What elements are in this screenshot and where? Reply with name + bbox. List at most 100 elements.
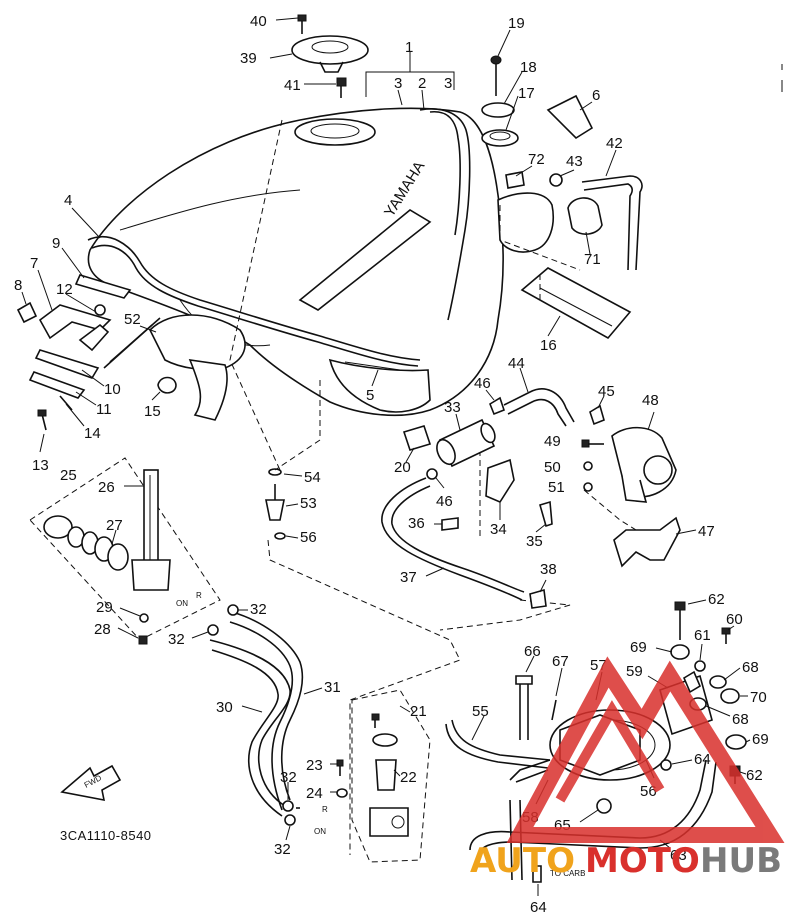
- pn-54: 54: [304, 469, 321, 486]
- pn-32d: 32: [274, 841, 291, 858]
- pn-62a: 62: [708, 591, 725, 608]
- pn-23: 23: [306, 757, 323, 774]
- pn-8: 8: [14, 277, 22, 294]
- pn-33: 33: [444, 399, 461, 416]
- pn-20: 20: [394, 459, 411, 476]
- pn-37: 37: [400, 569, 417, 586]
- pump-relay-48: [581, 426, 677, 503]
- pn-62b: 62: [746, 767, 763, 784]
- pn-14: 14: [84, 425, 101, 442]
- pn-41: 41: [284, 77, 301, 94]
- label-r-right: R: [322, 805, 328, 814]
- bracket-34: [485, 458, 515, 504]
- pn-36: 36: [408, 515, 425, 532]
- pn-21: 21: [410, 703, 427, 720]
- pn-16: 16: [540, 337, 557, 354]
- damper-71: [567, 197, 603, 235]
- diagram-code: 3CA1110-8540: [60, 828, 152, 843]
- pn-32c: 32: [280, 769, 297, 786]
- pn-11: 11: [96, 401, 112, 418]
- clip-72: [505, 171, 525, 189]
- leader-a: [229, 119, 283, 471]
- clamp-64b: [532, 865, 542, 883]
- pn-32b: 32: [168, 631, 185, 648]
- pn-50: 50: [544, 459, 561, 476]
- watermark-moto: MOTO: [585, 841, 700, 881]
- fuel-tank: YAMAHA: [87, 107, 554, 417]
- pn-31: 31: [324, 679, 341, 696]
- pn-70: 70: [750, 689, 767, 706]
- pn-68a: 68: [742, 659, 759, 676]
- label-to-carb: TO CARB: [550, 869, 585, 878]
- pn-38: 38: [540, 561, 557, 578]
- bolt-41: [336, 77, 347, 98]
- pn-45: 45: [598, 383, 615, 400]
- pn-42: 42: [606, 135, 623, 152]
- hose-55: [451, 719, 551, 761]
- label-on-left: ON: [176, 599, 188, 608]
- under-bracket: [149, 314, 246, 371]
- pn-67: 67: [552, 653, 569, 670]
- pn-63: 63: [670, 847, 687, 864]
- label-on-right: ON: [314, 827, 326, 836]
- pn-60: 60: [726, 611, 743, 628]
- pn-69b: 69: [752, 731, 769, 748]
- filler-cap: [291, 14, 369, 73]
- pn-5: 5: [366, 387, 374, 404]
- pn-47: 47: [698, 523, 715, 540]
- pn-72: 72: [528, 151, 545, 168]
- clip-36: [441, 517, 459, 531]
- clip-46b: [426, 468, 438, 480]
- pn-34: 34: [490, 521, 507, 538]
- watermark-auto: AUTO: [470, 841, 575, 881]
- pn-4: 4: [64, 192, 72, 209]
- pn-6: 6: [592, 87, 600, 104]
- petcock-left: [43, 469, 171, 645]
- pn-9: 9: [52, 235, 60, 252]
- pn-26: 26: [98, 479, 115, 496]
- clip-46a: [489, 396, 505, 416]
- label-r-left: R: [196, 591, 202, 600]
- hose-42: [581, 175, 643, 271]
- pn-59: 59: [626, 663, 643, 680]
- pn-56b: 56: [640, 783, 657, 800]
- pn-55: 55: [472, 703, 489, 720]
- pn-71: 71: [584, 251, 601, 268]
- pn-25: 25: [60, 467, 77, 484]
- pn-53: 53: [300, 495, 317, 512]
- right-petcock-dashbox: [351, 689, 431, 863]
- pn-46b: 46: [436, 493, 453, 510]
- pad-16: [520, 267, 632, 340]
- clamp-64a: [660, 759, 672, 771]
- bolt-35: [539, 500, 553, 528]
- hose-37: [381, 477, 523, 601]
- pn-51: 51: [548, 479, 565, 496]
- pn-28: 28: [94, 621, 111, 638]
- pn-44: 44: [508, 355, 525, 372]
- valve-53: [265, 468, 286, 540]
- hose-42b: [583, 183, 633, 271]
- pn-32a: 32: [250, 601, 267, 618]
- pn-52: 52: [124, 311, 141, 328]
- clamps-32: [207, 604, 296, 826]
- fuel-filter: [436, 418, 496, 468]
- petcock-right: [336, 713, 409, 837]
- pn-48: 48: [642, 392, 659, 409]
- rubber-pad-6: [546, 94, 594, 140]
- pn-29: 29: [96, 599, 113, 616]
- pn-49: 49: [544, 433, 561, 450]
- clip-45: [589, 404, 605, 426]
- gasket-stack: [481, 55, 519, 147]
- bracket-47: [613, 516, 681, 568]
- pn-3a: 3: [394, 75, 402, 92]
- pn-18: 18: [520, 59, 537, 76]
- pn-69a: 69: [630, 639, 647, 656]
- petcock-dashbox: [29, 457, 221, 641]
- pn-7: 7: [30, 255, 38, 272]
- pn-22: 22: [400, 769, 417, 786]
- clip-20: [402, 425, 432, 451]
- pn-64a: 64: [694, 751, 711, 768]
- pn-13: 13: [32, 457, 49, 474]
